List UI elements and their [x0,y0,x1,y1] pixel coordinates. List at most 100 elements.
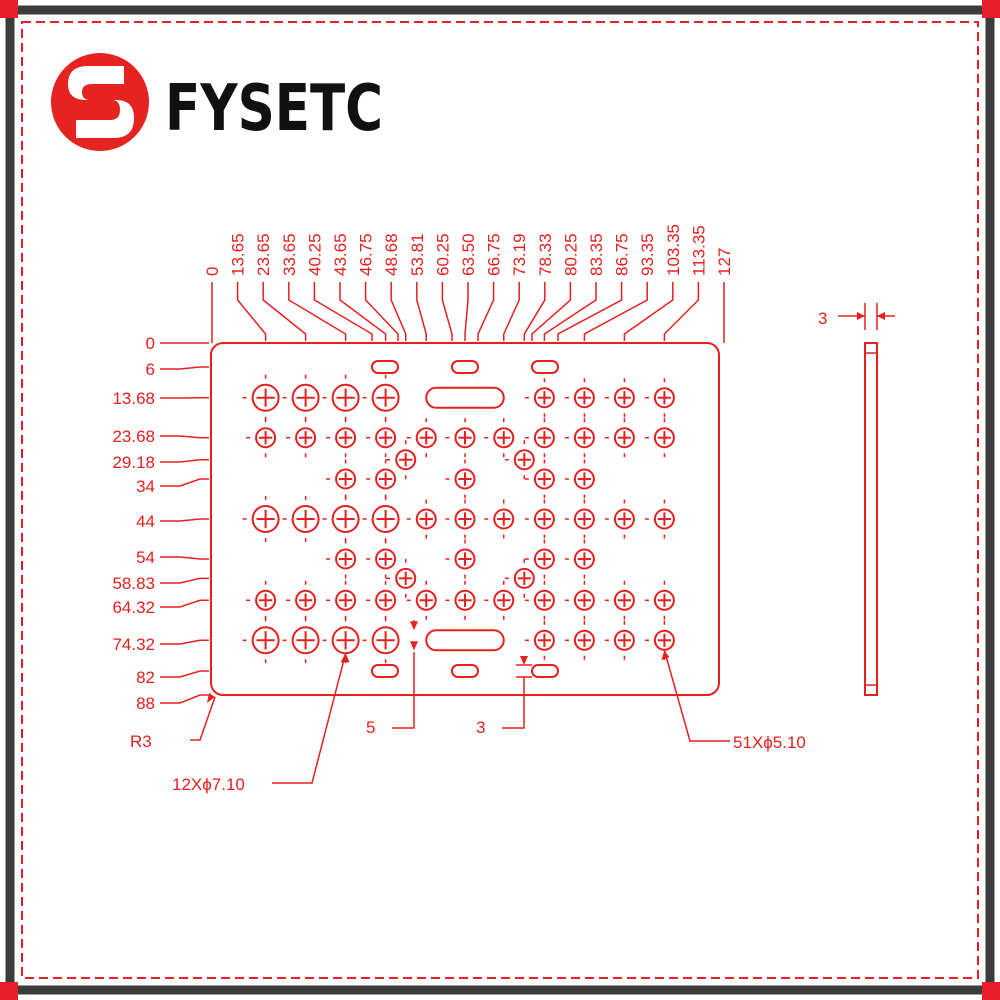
hole-circle [573,629,595,651]
small-hole [326,580,357,620]
small-hole [564,418,595,458]
x-dimension-label: 80.25 [561,233,580,276]
hole-circle [454,548,476,570]
y-dimension-leader [160,694,209,704]
small-hole [326,539,357,579]
x-dimension-label: 83.35 [587,233,606,276]
large-hole [322,617,360,664]
large-hole [282,617,320,664]
small-hole [386,440,417,480]
x-dimension-label: 93.35 [638,233,657,276]
hole-circle [573,548,595,570]
small-hole [445,580,476,620]
slot [371,664,399,678]
y-dimension-leader [160,435,209,439]
small-hole [564,378,595,418]
small-hole [644,620,675,660]
hole-circle [533,387,555,409]
hole-circle [573,387,595,409]
x-dimension-leader [441,282,453,341]
slot-width-arrow-head [410,621,418,631]
small-hole [604,580,635,620]
y-dimension-label: 44 [136,512,155,531]
small-hole [524,418,555,458]
hole-circle [493,427,515,449]
y-dimension-leader [160,458,209,463]
x-dimension-leader [531,282,572,341]
small-hole [524,539,555,579]
large-hole-callout: 12Xϕ7.10 [172,775,245,794]
x-dimension-label: 63.50 [459,233,478,276]
small-hole [366,459,397,499]
x-dimension-leader [339,282,387,341]
small-hole [564,499,595,539]
large-hole-arrow-head [340,653,350,663]
small-hole [604,620,635,660]
small-hole [604,378,635,418]
small-hole [445,539,476,579]
x-dimension-label: 0 [203,267,222,276]
x-dimension-leader [557,282,623,341]
hole-circle [375,468,397,490]
small-hole [326,459,357,499]
slot [451,360,479,374]
y-dimension-label: 13.68 [112,389,155,408]
hole-circle [295,427,317,449]
hole-circle [395,449,417,471]
hole-circle [573,468,595,490]
hole-circle [613,629,635,651]
hole-circle [371,626,400,655]
large-hole [322,374,360,421]
x-dimension-label: 73.19 [510,233,529,276]
y-dimension-leader [160,599,209,608]
hole-circle [573,508,595,530]
y-dimension-label: 0 [146,334,155,353]
hole-circle [653,589,675,611]
hole-circle [375,589,397,611]
hole-circle [415,508,437,530]
plate-outline [210,342,720,696]
y-dimension-leader [160,478,209,487]
hole-circle [513,567,535,589]
hole-circle [371,505,400,533]
slot [531,360,559,374]
y-dimension-leader [160,639,209,645]
hole-circle [251,505,280,533]
small-hole [644,378,675,418]
x-dimension-label: 113.35 [689,225,708,276]
y-dimension-label: 54 [136,548,155,567]
y-dimension-leader [160,556,209,560]
x-dimension-label: 127 [715,248,734,276]
brand-logo: FYSETC [51,53,383,151]
hole-circle [335,548,357,570]
x-dimension-leader [313,282,373,341]
hole-circle [513,449,535,471]
small-hole [524,580,555,620]
y-dimension-label: 23.68 [112,427,155,446]
x-dimension-leader [416,282,427,341]
small-hole [604,499,635,539]
hole-circle [573,427,595,449]
x-dimension-leader [543,282,597,341]
corner-mark [982,0,1000,18]
hole-circle [335,427,357,449]
small-hole [445,418,476,458]
corner-radius-label: R3 [130,732,152,751]
x-dimension-leader [288,282,347,341]
x-dimension-leader [503,282,520,341]
x-dimension-label: 48.68 [382,233,401,276]
hole-circle [291,505,320,533]
small-hole [524,620,555,660]
hole-circle [573,589,595,611]
hole-circle [533,468,555,490]
hole-circle [331,505,360,533]
x-dimension-label: 46.75 [357,233,376,276]
hole-circle [295,589,317,611]
hole-circle [255,427,277,449]
hole-circle [375,548,397,570]
hole-circle [493,589,515,611]
hole-circle [335,589,357,611]
small-hole [484,499,515,539]
small-hole [604,418,635,458]
